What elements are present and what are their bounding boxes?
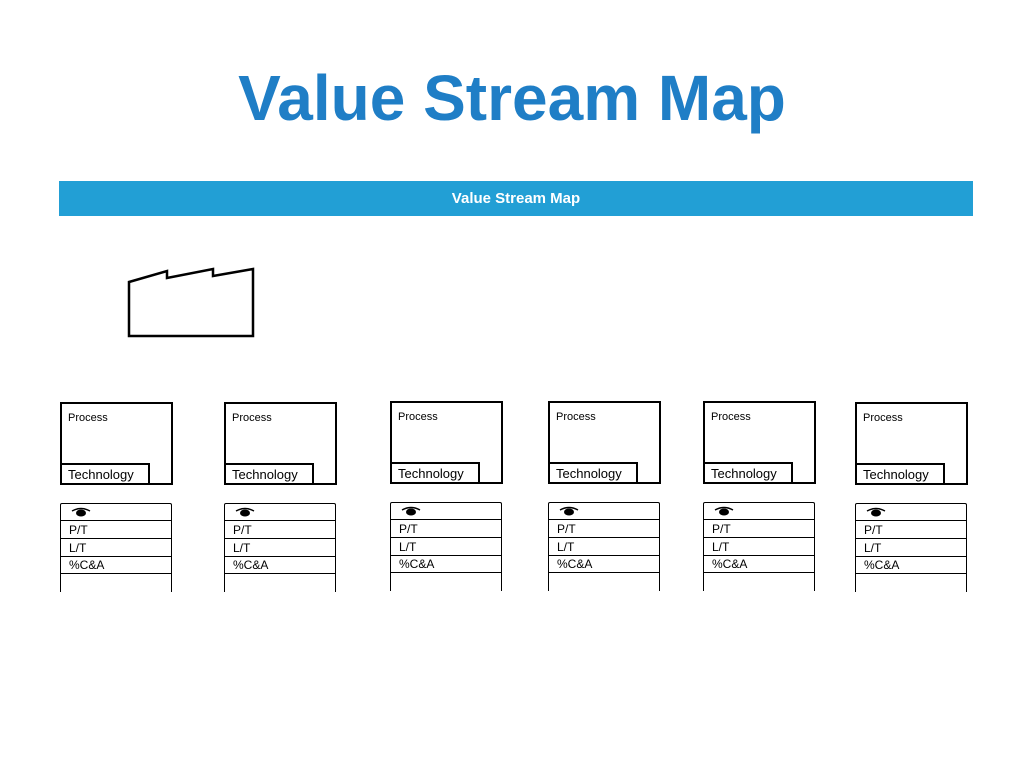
data-row: %C&A (61, 557, 171, 574)
data-row-operator (391, 503, 501, 520)
data-row: %C&A (225, 557, 335, 574)
technology-label: Technology (226, 463, 314, 483)
factory-icon (127, 267, 255, 338)
header-banner: Value Stream Map (59, 181, 973, 216)
eye-icon (71, 507, 91, 517)
data-row: L/T (225, 540, 335, 557)
technology-label: Technology (857, 463, 945, 483)
data-row-operator (704, 503, 814, 520)
data-row: L/T (391, 539, 501, 556)
technology-label: Technology (705, 462, 793, 482)
process-label: Process (556, 411, 596, 423)
technology-label: Technology (62, 463, 150, 483)
eye-icon (866, 507, 886, 517)
data-row: P/T (704, 521, 814, 538)
data-row-operator (225, 504, 335, 521)
banner-label: Value Stream Map (451, 190, 581, 207)
data-row (549, 574, 659, 591)
data-row (856, 575, 966, 592)
data-row: %C&A (549, 556, 659, 573)
data-row (225, 575, 335, 592)
data-row: %C&A (391, 556, 501, 573)
data-row: P/T (391, 521, 501, 538)
data-row-operator (61, 504, 171, 521)
process-label: Process (711, 411, 751, 423)
eye-icon (401, 506, 421, 516)
process-label: Process (863, 412, 903, 424)
data-row: L/T (549, 539, 659, 556)
data-row: L/T (61, 540, 171, 557)
data-row-operator (549, 503, 659, 520)
technology-label: Technology (550, 462, 638, 482)
eye-icon (714, 506, 734, 516)
data-row: L/T (704, 539, 814, 556)
data-row: P/T (549, 521, 659, 538)
eye-icon (559, 506, 579, 516)
process-label: Process (398, 411, 438, 423)
process-label: Process (68, 412, 108, 424)
data-row (704, 574, 814, 591)
data-row: %C&A (704, 556, 814, 573)
data-row: L/T (856, 540, 966, 557)
data-row: P/T (856, 522, 966, 539)
data-row: P/T (225, 522, 335, 539)
data-row: P/T (61, 522, 171, 539)
page-title: Value Stream Map (238, 62, 786, 134)
data-row (391, 574, 501, 591)
process-label: Process (232, 412, 272, 424)
eye-icon (235, 507, 255, 517)
data-row-operator (856, 504, 966, 521)
technology-label: Technology (392, 462, 480, 482)
data-row (61, 575, 171, 592)
data-row: %C&A (856, 557, 966, 574)
